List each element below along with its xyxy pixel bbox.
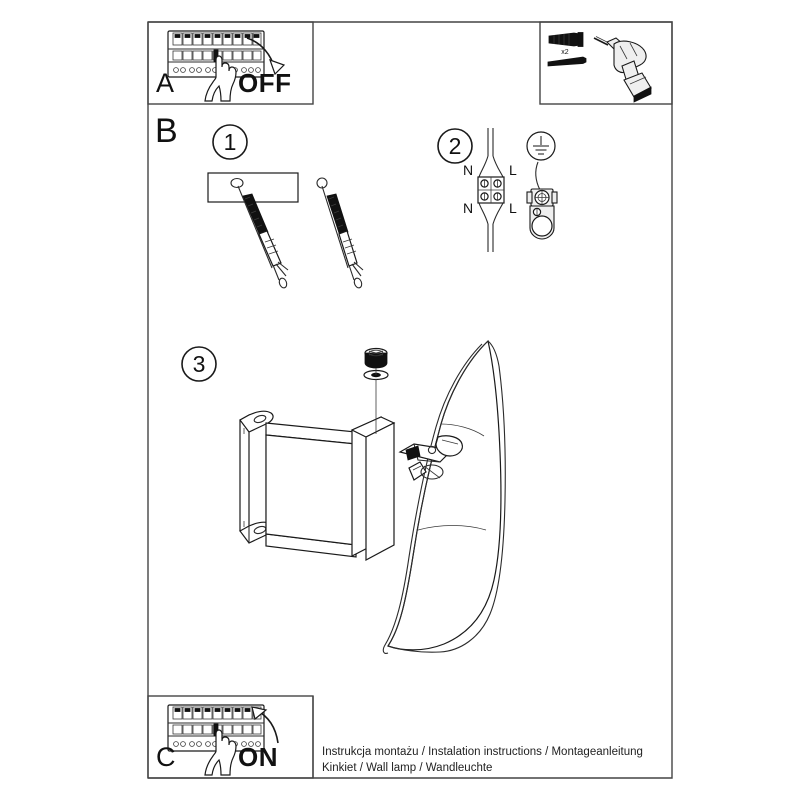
document-frame	[147, 21, 673, 779]
circuit-breaker-panel-icon	[167, 30, 265, 78]
panel-assembly-letter: B	[155, 112, 178, 150]
step-3-number: 3	[193, 351, 206, 377]
panel-power-on-letter: C	[156, 742, 176, 772]
fixing-screw	[364, 347, 388, 369]
panel-tools: x2	[539, 21, 673, 105]
supply-cable	[478, 128, 504, 178]
caption-line-product: Kinkiet / Wall lamp / Wandleuchte	[322, 762, 492, 774]
arrow-curved-up-icon	[251, 706, 279, 744]
step-1-number: 1	[224, 129, 237, 155]
panel-power-off: A OFF	[147, 21, 314, 105]
lamp-socket-assembly	[398, 435, 463, 481]
step-3-marker-circle	[181, 346, 217, 382]
terminal-label-live-bottom: L	[509, 200, 517, 216]
caption-line-instructions: Instrukcja montażu / Instalation instruc…	[322, 746, 643, 758]
step-2-marker-circle	[437, 128, 473, 164]
terminal-label-neutral-top: N	[463, 162, 473, 178]
curved-lamp-shade	[382, 339, 506, 654]
mounting-bracket	[239, 410, 357, 558]
panel-power-on-state-label: ON	[238, 742, 278, 772]
step-1: 1	[207, 124, 364, 289]
terminal-label-live-top: L	[509, 162, 517, 178]
lamp-body-block	[350, 416, 396, 562]
expansion-anchor-right	[321, 185, 364, 289]
arrow-curved-down-icon	[246, 37, 286, 76]
wall-plug-anchor-icon	[548, 32, 584, 47]
earth-ground-icon	[526, 131, 556, 161]
screw-icon	[547, 56, 587, 67]
step-1-marker-circle	[212, 124, 248, 160]
caption-block: Instrukcja montażu / Instalation instruc…	[312, 696, 643, 778]
step-2-number: 2	[449, 133, 462, 159]
fixture-cable	[478, 202, 504, 252]
panel-power-off-border	[147, 21, 314, 105]
earth-terminal-connector-icon	[526, 161, 558, 240]
panel-power-off-state-label: OFF	[238, 68, 292, 98]
wall-plug-quantity-label: x2	[561, 49, 569, 56]
terminal-label-neutral-bottom: N	[463, 200, 473, 216]
power-drill-icon	[593, 36, 652, 103]
panel-power-off-letter: A	[156, 68, 174, 98]
step-2: 2	[437, 128, 558, 252]
expansion-anchor-left	[237, 185, 289, 289]
panel-tools-border	[539, 21, 673, 105]
hand-pointing-icon	[204, 729, 237, 776]
terminal-block	[477, 176, 505, 204]
hand-pointing-icon	[204, 55, 237, 102]
step-3: 3	[181, 339, 506, 654]
